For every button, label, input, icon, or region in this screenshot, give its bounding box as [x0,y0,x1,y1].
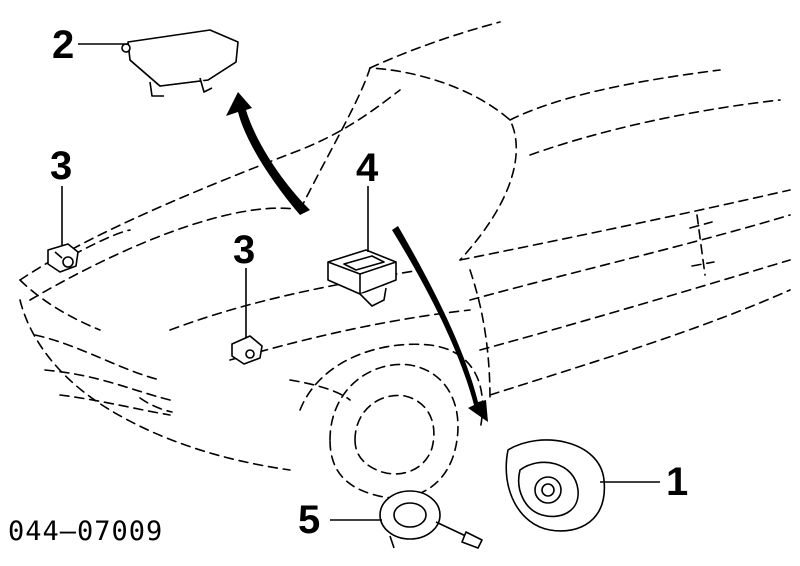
callout-3-center: 3 [233,228,256,272]
passenger-airbag-part [121,29,239,97]
callout-4: 4 [356,146,379,190]
callout-5: 5 [298,498,321,542]
car-body-outline [19,21,791,499]
arrow-to-passenger-airbag [226,92,310,215]
callout-1: 1 [666,460,689,504]
callout-2: 2 [52,23,75,67]
spiral-cable-part [379,490,483,549]
front-sensor-center-part [231,335,263,365]
diagram-reference-number: 044–07009 [8,516,164,547]
leader-lines [61,43,660,521]
callout-3-left: 3 [50,144,73,188]
steering-airbag-part [505,439,606,532]
arrow-to-steering-airbag [392,226,488,422]
airbag-control-unit-part [327,249,397,307]
front-sensor-left-part [47,243,79,273]
